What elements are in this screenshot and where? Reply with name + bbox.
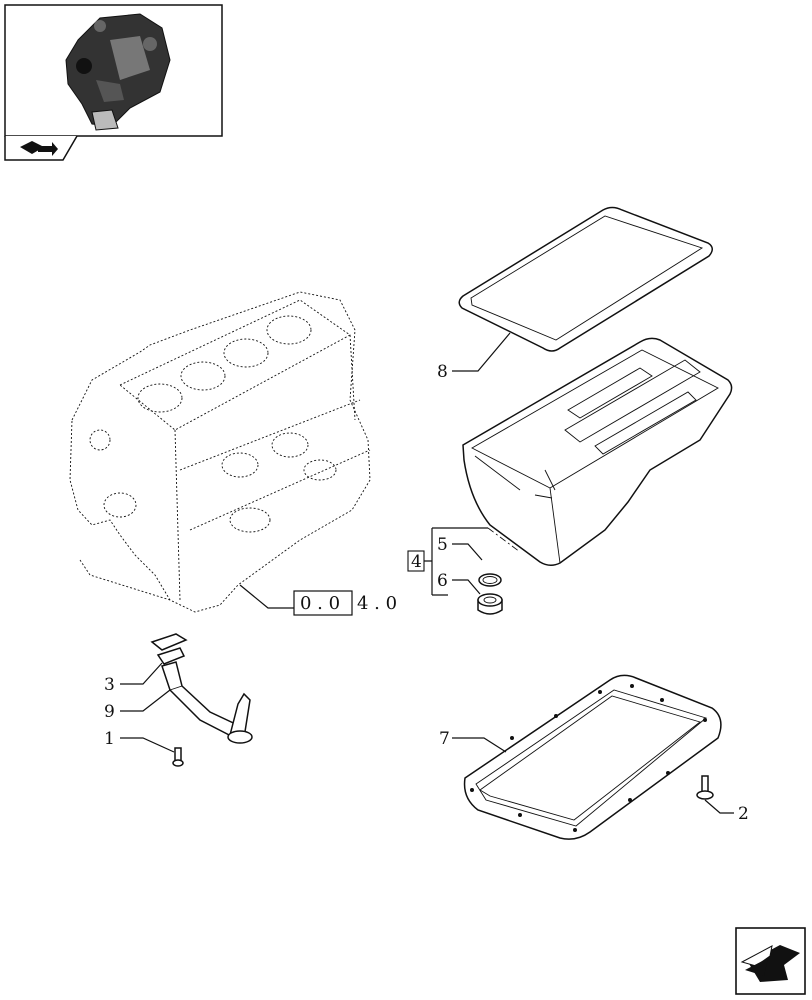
pan-gasket-8 [458, 206, 713, 352]
bolt-1 [172, 747, 184, 767]
callout-9: 9 [104, 702, 115, 722]
pan-frame-7 [463, 674, 722, 840]
callout-2: 2 [738, 804, 749, 824]
callout-3: 3 [104, 675, 115, 695]
next-page-button[interactable] [735, 927, 806, 995]
reference-rest: 4 . 0 [357, 593, 397, 614]
bolt-2 [696, 775, 714, 800]
oil-pan-4 [462, 337, 733, 566]
o-ring-5 [478, 573, 502, 587]
engine-block-outline [69, 291, 371, 613]
section-reference: 0 . 0 4 . 0 [239, 584, 397, 616]
engine-thumbnail[interactable] [4, 4, 223, 161]
group-bracket-label: 4 [411, 552, 422, 572]
engine-thumbnail-icon [65, 13, 171, 131]
callout-1: 1 [104, 729, 115, 749]
drain-plug-6 [477, 593, 503, 615]
callout-6: 6 [437, 571, 448, 591]
oil-pickup-tube-9 [150, 633, 253, 744]
next-page-arrow-icon [740, 945, 800, 982]
reference-boxed: 0 . 0 [300, 593, 340, 614]
callout-7: 7 [439, 729, 450, 749]
book-arrow-icon [20, 141, 58, 156]
group-bracket-4: 4 [407, 527, 521, 596]
callout-8: 8 [437, 362, 448, 382]
callout-5: 5 [437, 535, 448, 555]
